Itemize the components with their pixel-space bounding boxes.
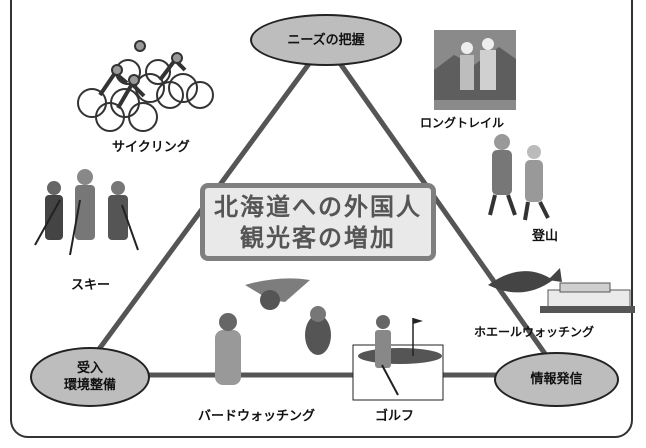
center-title-line1: 北海道への外国人 <box>214 192 422 221</box>
edge-top-right <box>322 40 563 377</box>
node-information-label: 情報発信 <box>530 372 583 387</box>
label-whale-watching: ホエールウォッチング <box>474 325 595 339</box>
label-bird-watching: バードウォッチング <box>198 409 316 424</box>
diagram-frame <box>10 0 633 438</box>
label-cycling: サイクリング <box>112 140 190 155</box>
node-reception-line2: 環境整備 <box>63 378 116 393</box>
node-needs-assessment: ニーズの把握 <box>250 14 402 66</box>
node-reception-line1: 受入 <box>76 361 103 376</box>
whale-watching-illustration <box>488 268 635 313</box>
label-ski: スキー <box>71 278 111 293</box>
label-golf: ゴルフ <box>375 409 415 424</box>
node-information-dissemination: 情報発信 <box>494 352 619 407</box>
center-title-box: 北海道への外国人 観光客の増加 <box>200 183 436 261</box>
label-climbing: 登山 <box>532 229 559 244</box>
long-trail-illustration <box>434 30 516 110</box>
bird-watching-illustration <box>215 278 331 385</box>
center-title-line2: 観光客の増加 <box>240 223 396 252</box>
golf-illustration <box>352 315 444 401</box>
node-reception-environment: 受入 環境整備 <box>30 347 150 407</box>
label-long-trail: ロングトレイル <box>420 116 505 130</box>
node-needs-assessment-label: ニーズの把握 <box>287 32 365 48</box>
ski-illustration <box>34 169 139 256</box>
climbing-illustration <box>488 134 550 221</box>
cycling-illustration <box>77 40 214 132</box>
